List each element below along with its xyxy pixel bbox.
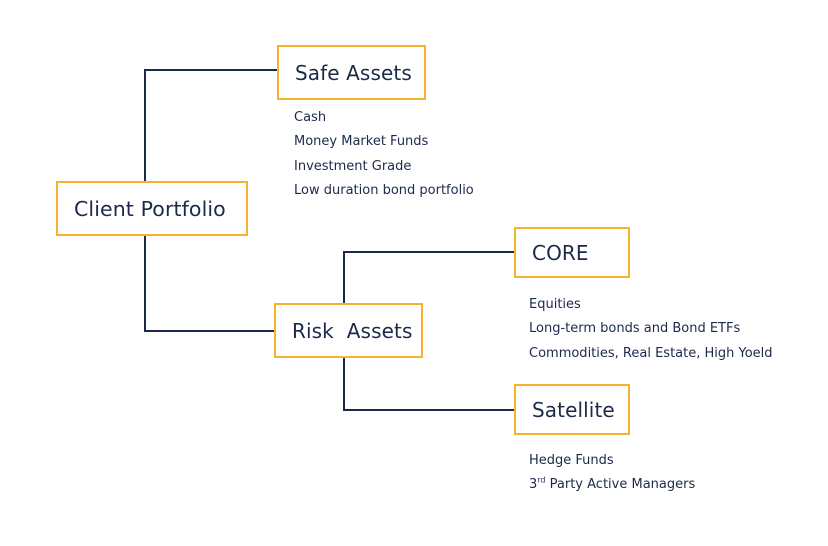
list-item: Investment Grade [294,158,412,174]
connector-risk-core [343,251,514,303]
core-list: Equities Long-term bonds and Bond ETFs C… [529,293,773,366]
list-item: Commodities, Real Estate, High Yoeld [529,345,773,361]
safe-assets-box: Safe Assets [277,45,426,100]
ordinal-number: 3 [529,477,538,493]
connector-client-risk [144,236,274,332]
list-item: Equities [529,297,581,312]
safe-assets-label: Safe Assets [295,60,412,85]
ordinal-suffix: rd [537,475,546,485]
satellite-label: Satellite [532,397,615,422]
risk-assets-box: Risk Assets [274,303,423,358]
list-item: Money Market Funds [294,134,429,150]
connector-risk-satellite [343,358,514,411]
connector-client-safe [144,69,277,181]
satellite-list: Hedge Funds 3rd Party Active Managers [529,449,695,498]
list-item: Long-term bonds and Bond ETFs [529,321,741,337]
list-item: Low duration bond portfolio [294,182,474,198]
list-item: 3rd Party Active Managers [529,473,695,497]
client-portfolio-box: Client Portfolio [56,181,248,236]
core-label: CORE [532,240,589,265]
risk-assets-label: Risk Assets [292,318,413,343]
satellite-box: Satellite [514,384,630,435]
list-item-text: Party Active Managers [545,477,696,493]
list-item: Hedge Funds [529,453,614,468]
client-portfolio-label: Client Portfolio [74,196,226,221]
safe-assets-list: Cash Money Market Funds Investment Grade… [294,106,474,203]
list-item: Cash [294,110,327,125]
core-box: CORE [514,227,630,278]
